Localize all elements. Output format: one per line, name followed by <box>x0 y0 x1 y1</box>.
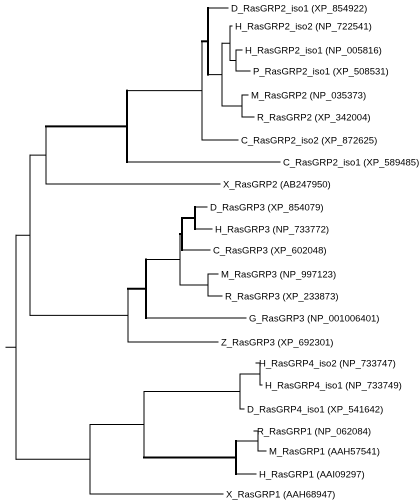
leaf-label: X_RasGRP1 (AAH68947) <box>226 490 335 500</box>
leaf-label: R_RasGRP2 (XP_342004) <box>257 113 371 124</box>
leaf-label: R_RasGRP3 (XP_233873) <box>225 292 339 303</box>
leaf-label: C_RasGRP2_iso1 (XP_589485) <box>283 158 419 169</box>
leaf-label: H_RasGRP3 (NP_733772) <box>215 225 329 236</box>
leaf-label: H_RasGRP4_iso1 (NP_733749) <box>265 381 402 392</box>
leaf-label: D_RasGRP3 (XP_854079) <box>210 203 324 214</box>
leaf-label: H_RasGRP2_iso2 (NP_722541) <box>235 22 372 33</box>
leaf-label: Z_RasGRP3 (XP_692301) <box>221 338 333 349</box>
leaf-label: C_RasGRP2_iso2 (XP_872625) <box>241 136 377 147</box>
tree-branches <box>5 7 281 495</box>
leaf-label: D_RasGRP4_iso1 (XP_541642) <box>247 405 383 416</box>
leaf-label: M_RasGRP2 (NP_035373) <box>251 91 366 102</box>
leaf-label: H_RasGRP4_iso2 (NP_733747) <box>259 359 396 370</box>
leaf-label: P_RasGRP2_iso1 (XP_508531) <box>253 67 389 78</box>
leaf-label: M_RasGRP3 (NP_997123) <box>221 270 336 281</box>
leaf-label: R_RasGRP1 (NP_062084) <box>257 427 371 438</box>
leaf-label: D_RasGRP2_iso1 (XP_854922) <box>231 4 367 15</box>
leaf-label: H_RasGRP1 (AAI09297) <box>259 470 365 481</box>
leaf-label: C_RasGRP3 (XP_602048) <box>213 246 327 257</box>
tree-leaf-labels: D_RasGRP2_iso1 (XP_854922) H_RasGRP2_iso2… <box>210 4 419 500</box>
leaf-label: M_RasGRP1 (AAH57541) <box>269 447 380 458</box>
leaf-label: G_RasGRP3 (NP_001006401) <box>249 314 379 325</box>
leaf-label: X_RasGRP2 (AB247950) <box>223 180 331 191</box>
leaf-label: H_RasGRP2_iso1 (NP_005816) <box>245 46 382 57</box>
